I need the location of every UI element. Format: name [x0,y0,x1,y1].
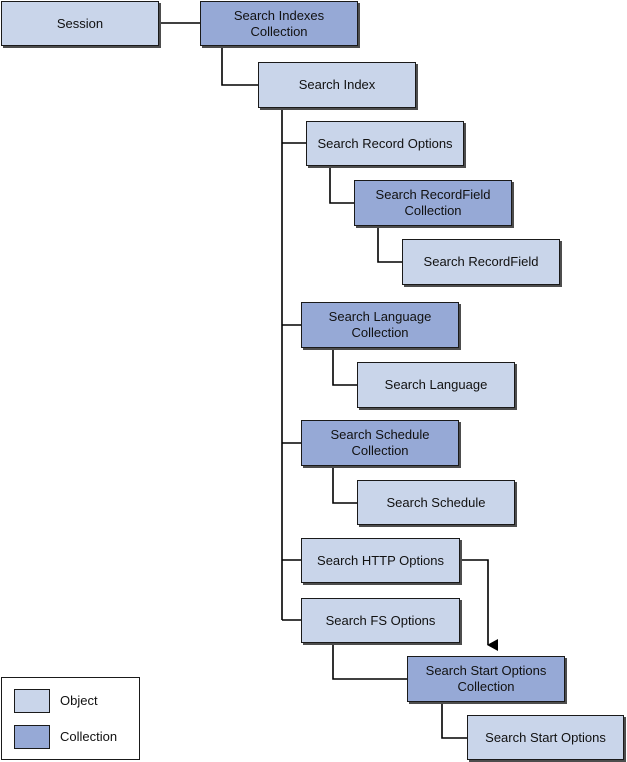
connector-fs-options-start-options-collection [332,643,407,680]
legend: Object Collection [1,677,140,760]
node-search-fs-options: Search FS Options [301,598,460,643]
connector-schedule-collection-schedule [332,466,357,504]
connector-language-collection-language [332,348,357,386]
node-search-recordfield: Search RecordField [402,239,560,285]
connector-http-options-start-options-arrow [460,559,498,651]
node-search-schedule-collection: Search Schedule Collection [301,420,459,466]
legend-swatch-collection [14,725,50,749]
node-search-indexes-collection: Search Indexes Collection [200,1,358,46]
legend-swatch-object [14,689,50,713]
node-search-http-options: Search HTTP Options [301,538,460,583]
node-search-schedule: Search Schedule [357,480,515,525]
node-search-recordfield-collection: Search RecordField Collection [354,180,512,226]
legend-label-collection: Collection [60,729,118,744]
node-search-start-options-collection: Search Start Options Collection [407,656,565,702]
connector-record-options-recordfield-collection [329,166,354,204]
node-search-language-collection: Search Language Collection [301,302,459,348]
node-search-language: Search Language [357,362,515,408]
node-search-start-options: Search Start Options [467,715,624,760]
node-search-record-options: Search Record Options [306,121,464,166]
connector-start-options-collection-start-options [441,702,467,739]
node-search-index: Search Index [258,62,416,108]
node-session: Session [1,1,159,46]
legend-label-object: Object [60,693,98,708]
connector-recordfield-collection-recordfield [377,226,402,263]
connector-indexes-index [221,46,258,86]
